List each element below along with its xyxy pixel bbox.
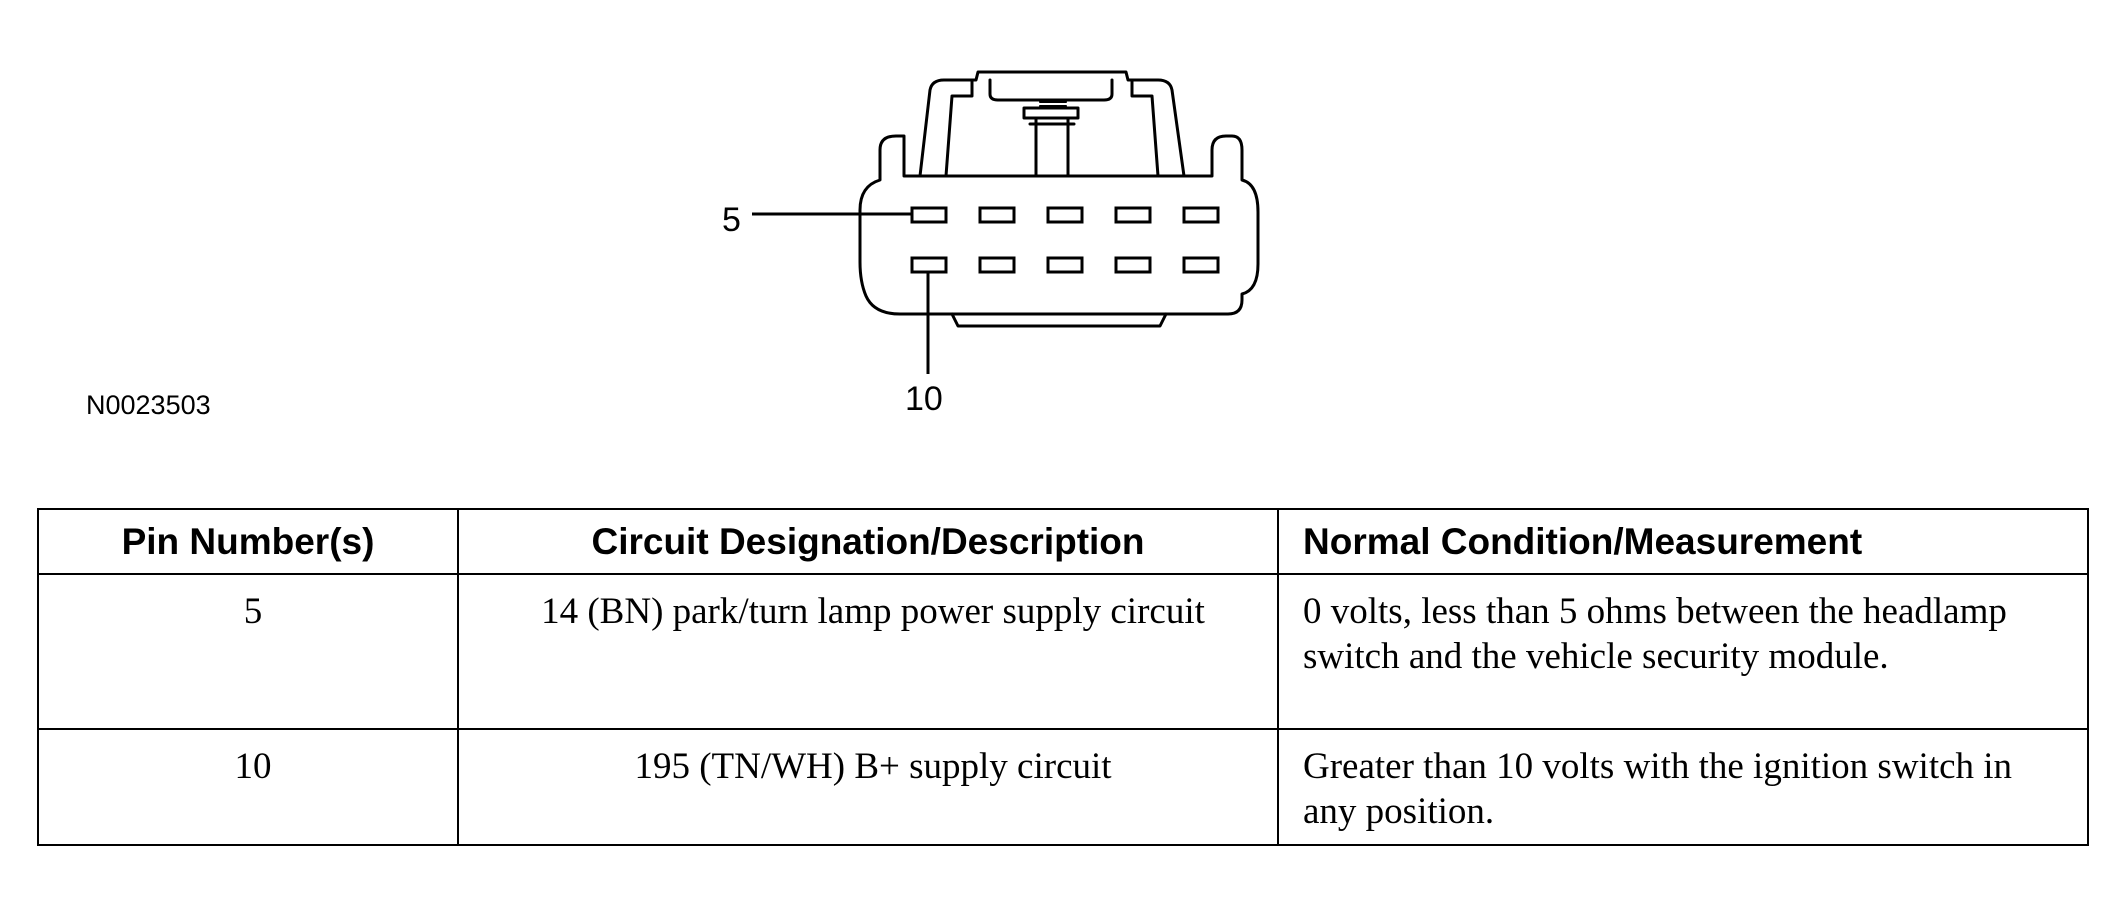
table-row: 5 14 (BN) park/turn lamp power supply ci… [37, 573, 2089, 730]
pin-cavity-5 [910, 206, 948, 224]
header-circuit-description: Circuit Designation/Description [457, 508, 1279, 575]
connector-latch-hood [918, 70, 1186, 178]
cell-circuit: 14 (BN) park/turn lamp power supply circ… [457, 573, 1279, 730]
header-pin-numbers: Pin Number(s) [37, 508, 459, 575]
pin-cavity-3 [1046, 206, 1084, 224]
table-row: 10 195 (TN/WH) B+ supply circuit Greater… [37, 728, 2089, 846]
cell-pin: 10 [37, 728, 459, 846]
pin-cavity-7 [1114, 256, 1152, 274]
connector-bottom-rail [950, 312, 1168, 328]
connector-body-outline [858, 134, 1260, 316]
pin-cavity-4 [978, 206, 1016, 224]
pin-cavity-8 [1046, 256, 1084, 274]
connector-lock-tab [1022, 106, 1080, 120]
connector-latch-top [988, 78, 1114, 102]
cell-condition: 0 volts, less than 5 ohms between the he… [1277, 573, 2089, 730]
figure-id: N0023503 [86, 390, 211, 420]
table-header-row: Pin Number(s) Circuit Designation/Descri… [37, 508, 2089, 575]
callout-pin-5: 5 [722, 201, 741, 239]
connector-face-diagram [752, 70, 1260, 374]
connector-latch-inner [944, 78, 974, 178]
cell-circuit: 195 (TN/WH) B+ supply circuit [457, 728, 1279, 846]
pinout-table: Pin Number(s) Circuit Designation/Descri… [37, 508, 2089, 846]
pin-cavity-10 [910, 256, 948, 274]
pin-cavity-6 [1182, 256, 1220, 274]
callout-pin-10: 10 [905, 380, 943, 418]
cell-condition: Greater than 10 volts with the ignition … [1277, 728, 2089, 846]
cell-pin: 5 [37, 573, 459, 730]
header-normal-condition: Normal Condition/Measurement [1277, 508, 2089, 575]
pin-cavity-2 [1114, 206, 1152, 224]
pin-cavity-9 [978, 256, 1016, 274]
connector-figure: 5 10 [0, 0, 2124, 430]
pin-cavity-1 [1182, 206, 1220, 224]
